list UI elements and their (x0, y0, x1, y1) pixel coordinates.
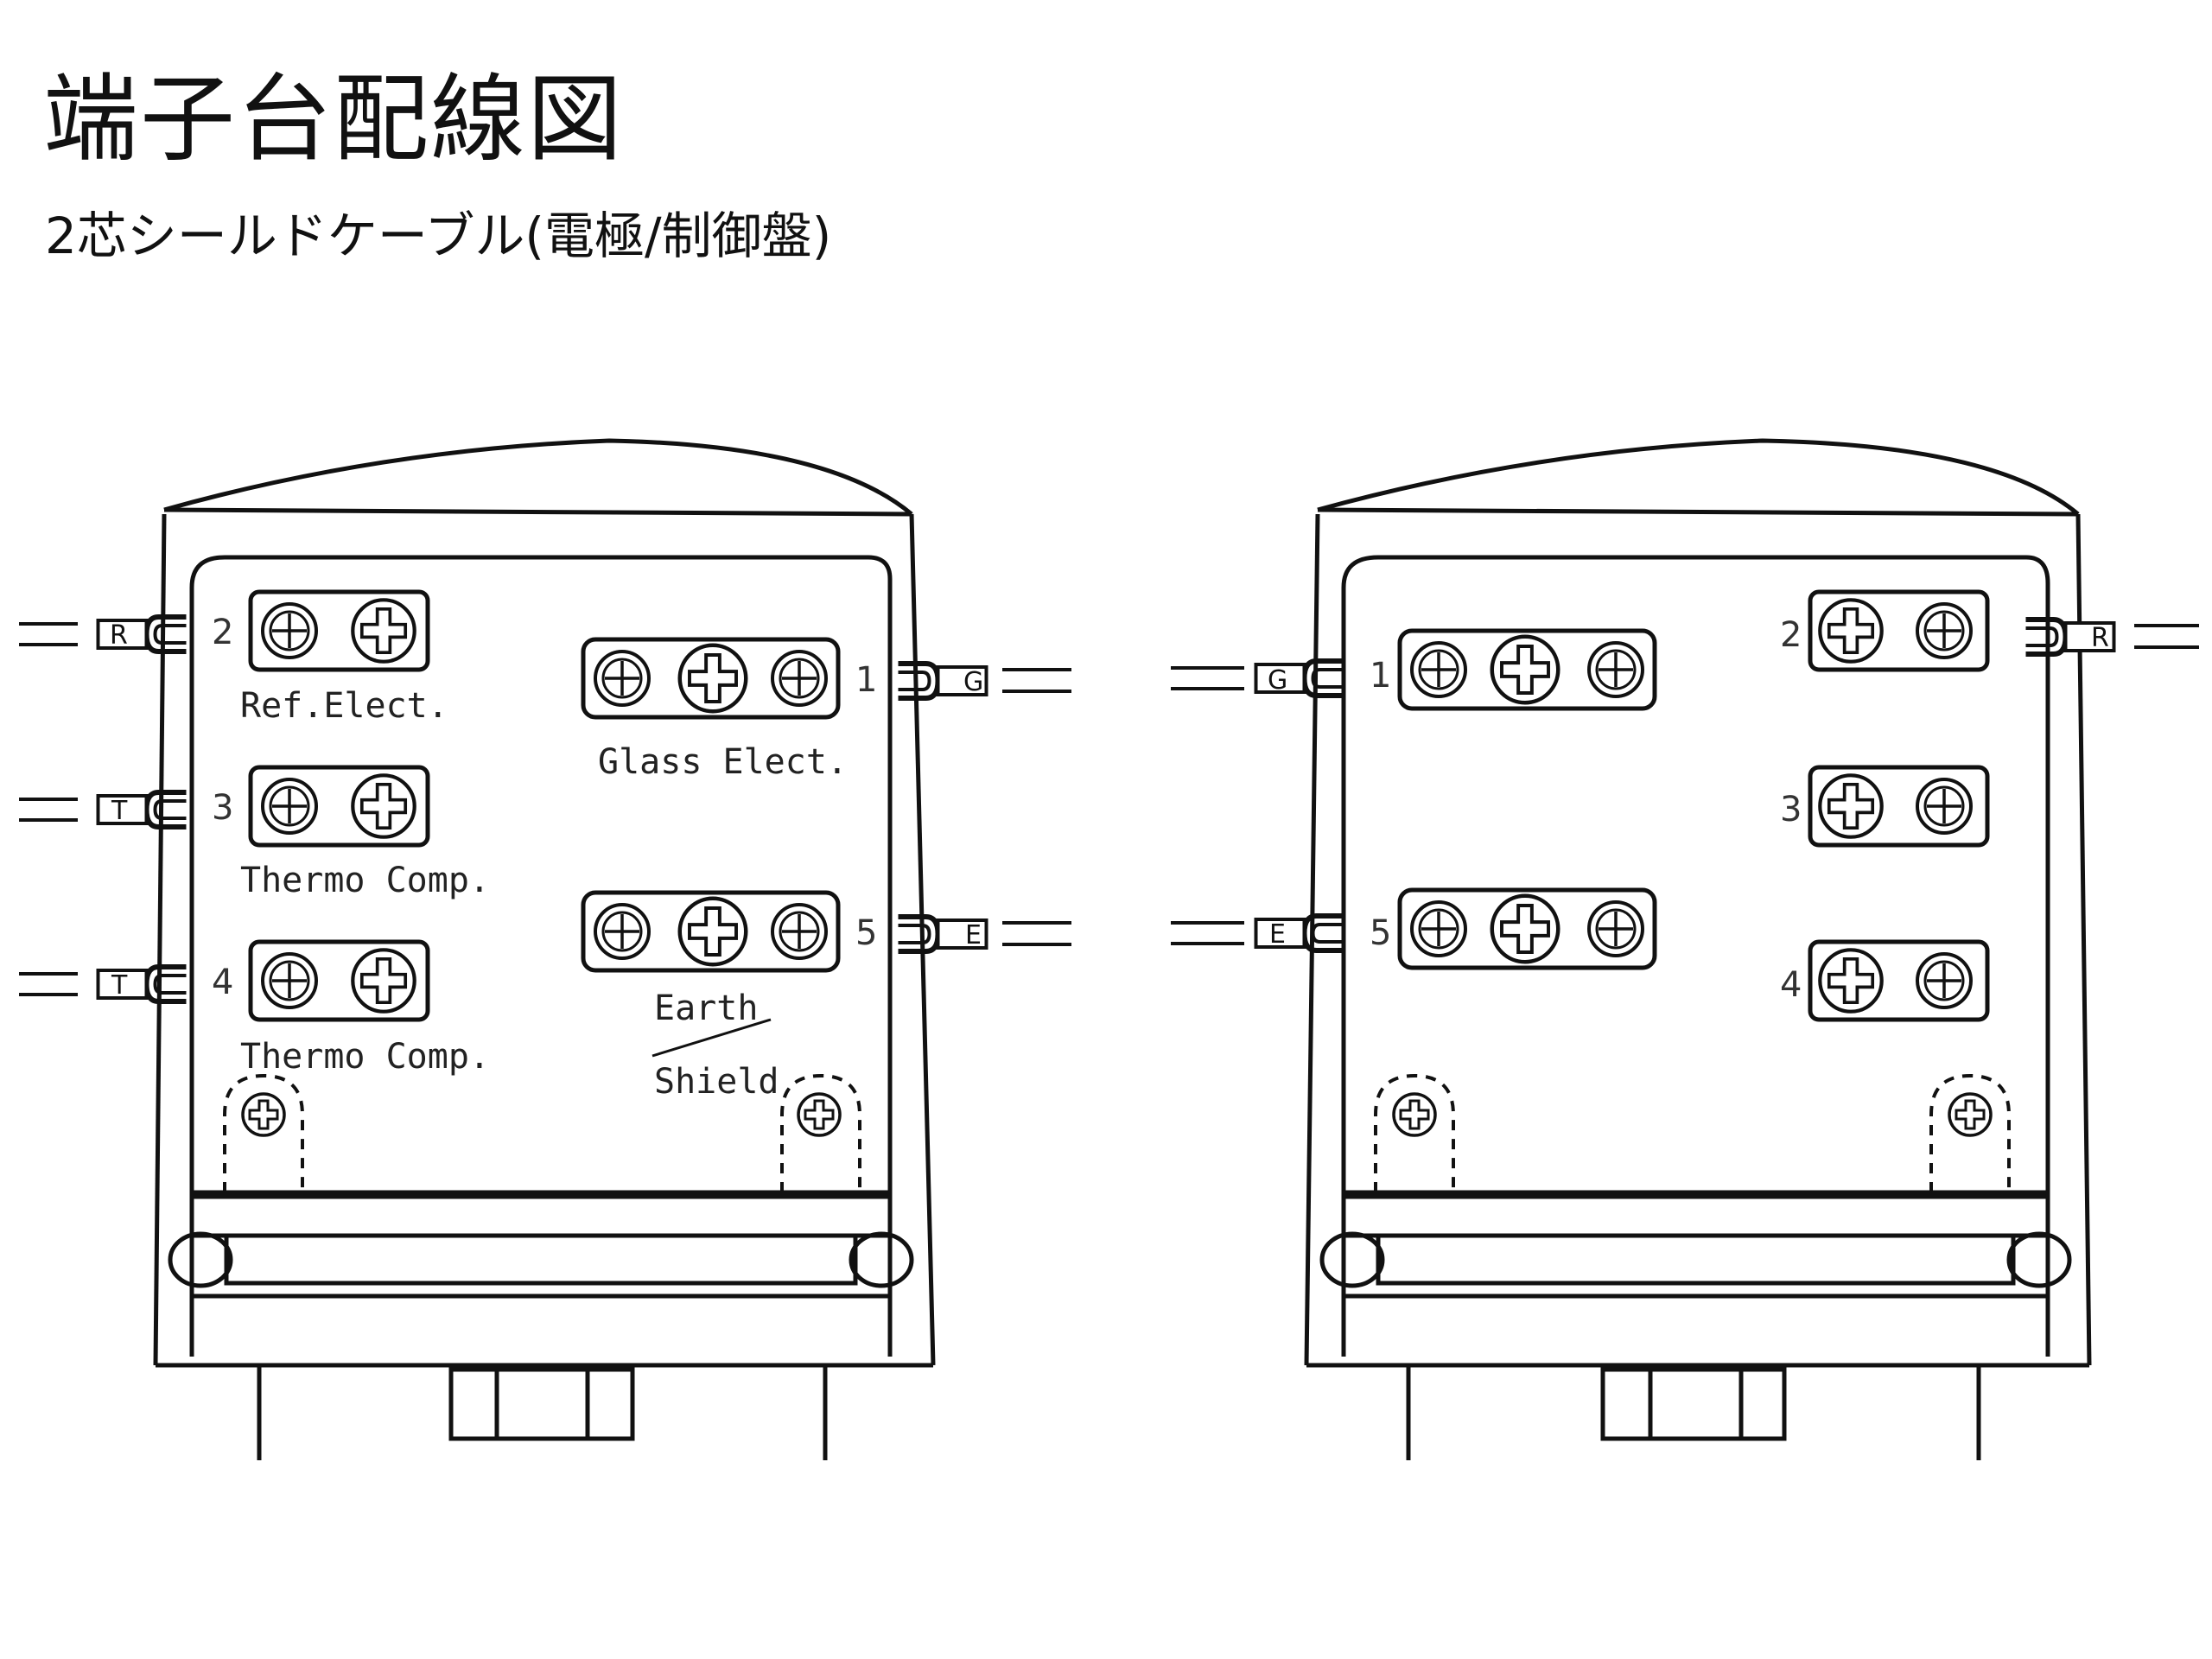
wire-tag: G (963, 667, 983, 697)
label-earth: Earth (654, 988, 758, 1028)
terminal-number: 5 (855, 913, 877, 953)
wire-tag: R (110, 620, 128, 651)
wire-tag: T (111, 970, 128, 1001)
page-title: 端子台配線図 (43, 64, 624, 175)
terminal-number: 4 (212, 963, 233, 1002)
right-terminal-box (1304, 438, 2092, 1460)
label-thermo-comp-a: Thermo Comp. (240, 861, 490, 900)
wire-tag: E (965, 920, 982, 950)
label-ref-elect: Ref.Elect. (240, 686, 448, 726)
label-thermo-comp-b: Thermo Comp. (240, 1037, 490, 1077)
terminal-number: 1 (855, 660, 877, 700)
terminal-number: 4 (1780, 965, 1802, 1005)
label-glass-elect: Glass Elect. (598, 742, 848, 782)
wire-tag: T (111, 796, 128, 826)
terminal-number: 3 (212, 788, 233, 828)
left-wires (19, 617, 1071, 1001)
terminal-number: 2 (212, 613, 233, 652)
terminal-number: 2 (1780, 615, 1802, 655)
wire-tag: E (1269, 919, 1286, 950)
label-shield: Shield (654, 1062, 779, 1102)
page-subtitle: 2芯シールドケーブル(電極/制御盤) (45, 207, 832, 265)
terminal-number: 5 (1370, 913, 1391, 953)
left-terminal-box (153, 438, 936, 1460)
terminal-number: 1 (1370, 656, 1391, 696)
right-wires (1171, 620, 2199, 950)
terminal-number: 3 (1780, 790, 1802, 830)
wire-tag: G (1268, 665, 1287, 696)
wire-tag: R (2091, 623, 2109, 653)
